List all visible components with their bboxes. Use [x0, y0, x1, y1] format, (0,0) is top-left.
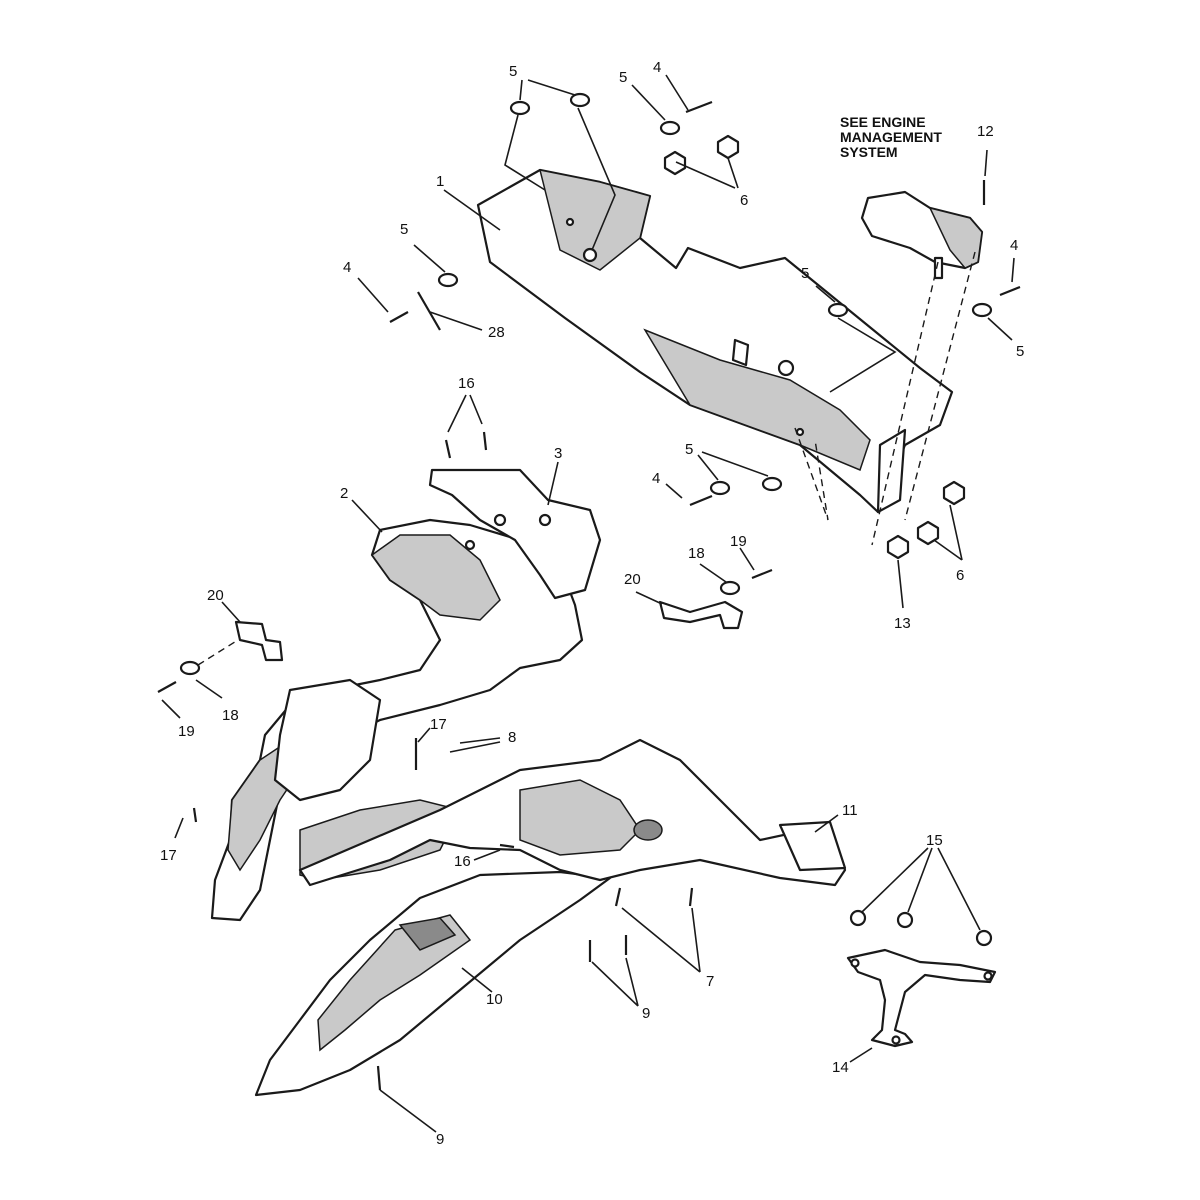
callout-5: 5 — [400, 221, 408, 238]
callout-19: 19 — [178, 723, 195, 740]
callout-11: 11 — [842, 802, 858, 819]
note-line-3: SYSTEM — [840, 144, 898, 160]
fastener-hardware — [157, 92, 1021, 1091]
callout-6: 6 — [956, 567, 964, 584]
note-line-2: MANAGEMENT — [840, 129, 942, 145]
callout-18: 18 — [688, 545, 705, 562]
part-sensor-unit — [860, 190, 984, 280]
callout-10: 10 — [486, 991, 503, 1008]
part-14-bracket — [846, 948, 997, 1048]
leader-lines — [161, 74, 1015, 1133]
callout-5: 5 — [685, 441, 693, 458]
callout-4: 4 — [343, 259, 351, 276]
callout-7: 7 — [706, 973, 714, 990]
callout-13: 13 — [894, 615, 911, 632]
callout-16: 16 — [458, 375, 475, 392]
part-2-seat-cowl — [210, 518, 584, 922]
callout-5: 5 — [509, 63, 517, 80]
dashed-alignment-lines — [197, 251, 976, 666]
callout-9: 9 — [642, 1005, 650, 1022]
callout-16: 16 — [454, 853, 471, 870]
callout-4: 4 — [1010, 237, 1018, 254]
callout-20: 20 — [207, 587, 224, 604]
callout-5: 5 — [1016, 343, 1024, 360]
callout-1: 1 — [436, 173, 444, 190]
callout-15: 15 — [926, 832, 943, 849]
callout-4: 4 — [652, 470, 660, 487]
part-20-bracket-right — [658, 600, 744, 630]
callout-20: 20 — [624, 571, 641, 588]
callout-28: 28 — [488, 324, 505, 341]
callout-2: 2 — [340, 485, 348, 502]
part-10-mudguard — [254, 870, 612, 1097]
callout-17: 17 — [160, 847, 177, 864]
callout-14: 14 — [832, 1059, 849, 1076]
callout-4: 4 — [653, 59, 661, 76]
callout-3: 3 — [554, 445, 562, 462]
callout-19: 19 — [730, 533, 747, 550]
callout-6: 6 — [740, 192, 748, 209]
callout-8: 8 — [508, 729, 516, 746]
callout-5: 5 — [619, 69, 627, 86]
part-20-bracket-left — [234, 620, 284, 662]
callout-labels: 5 4 5 6 1 12 5 4 28 5 4 5 16 3 2 5 4 19 … — [160, 59, 1024, 1148]
part-11-tail-unit — [298, 738, 847, 887]
part-3-bracket — [428, 468, 602, 600]
callout-18: 18 — [222, 707, 239, 724]
callout-12: 12 — [977, 123, 994, 140]
callout-9: 9 — [436, 1131, 444, 1148]
part-1-undertray — [476, 168, 954, 514]
callout-5: 5 — [801, 265, 809, 282]
note-line-1: SEE ENGINE — [840, 114, 926, 130]
callout-17: 17 — [430, 716, 447, 733]
